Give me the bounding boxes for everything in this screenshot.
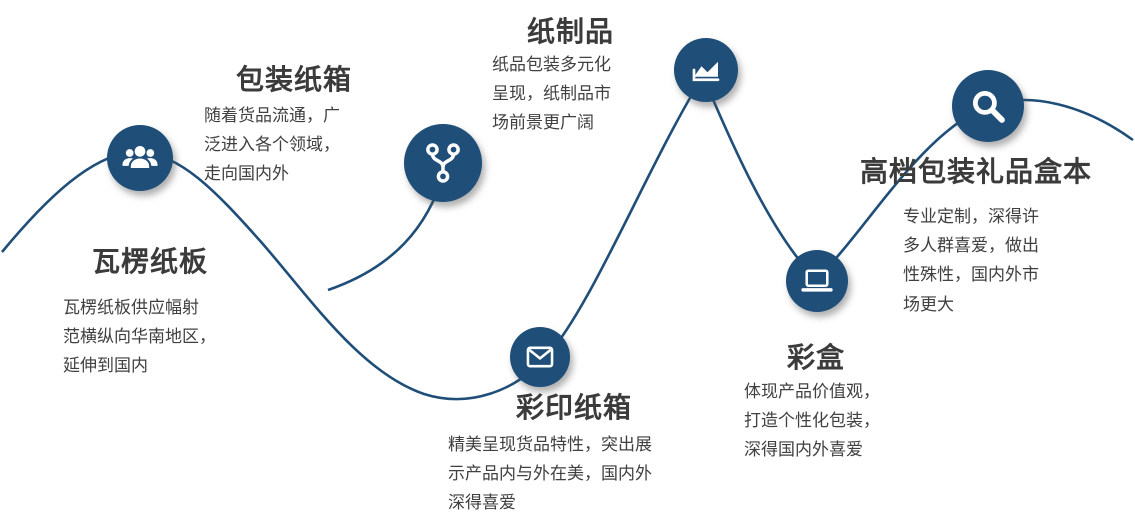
corrugated-board-title: 瓦楞纸板 xyxy=(92,246,209,277)
gift-box-title: 高档包装礼品盒本 xyxy=(860,156,1093,187)
packaging-carton-node xyxy=(404,124,482,202)
corrugated-board-node xyxy=(107,125,173,191)
packaging-carton-title: 包装纸箱 xyxy=(236,64,353,95)
color-print-carton-node xyxy=(510,327,570,387)
color-box-desc: 体现产品价值观， 打造个性化包装， 深得国内外喜爱 xyxy=(744,382,880,460)
gift-box-desc: 专业定制，深得许 多人群喜爱，做出 性殊性，国内外市 场更大 xyxy=(903,207,1039,314)
packaging-carton-desc: 随着货品流通，广 泛进入各个领域， 走向国内外 xyxy=(204,106,340,184)
color-box-title: 彩盒 xyxy=(787,342,846,373)
gift-box-node xyxy=(952,70,1024,142)
color-print-carton-desc: 精美呈现货品特性，突出展 示产品内与外在美，国内外 深得喜爱 xyxy=(448,435,652,513)
color-print-carton-title: 彩印纸箱 xyxy=(516,392,633,423)
search-icon xyxy=(972,90,1005,123)
paper-products-title: 纸制品 xyxy=(527,16,615,47)
paper-products-node xyxy=(674,38,738,102)
color-box-node xyxy=(786,250,848,312)
chart-icon xyxy=(692,61,720,82)
people-group-icon xyxy=(122,146,158,168)
branch-icon xyxy=(426,143,460,183)
wave-main-path xyxy=(0,73,1134,401)
paper-products-desc: 纸品包装多元化 呈现，纸制品市 场前景更广阔 xyxy=(492,55,611,133)
corrugated-board-desc: 瓦楞纸板供应幅射 范横纵向华南地区， 延伸到国内 xyxy=(63,298,216,376)
mail-icon xyxy=(526,346,554,368)
laptop-icon xyxy=(801,269,833,292)
